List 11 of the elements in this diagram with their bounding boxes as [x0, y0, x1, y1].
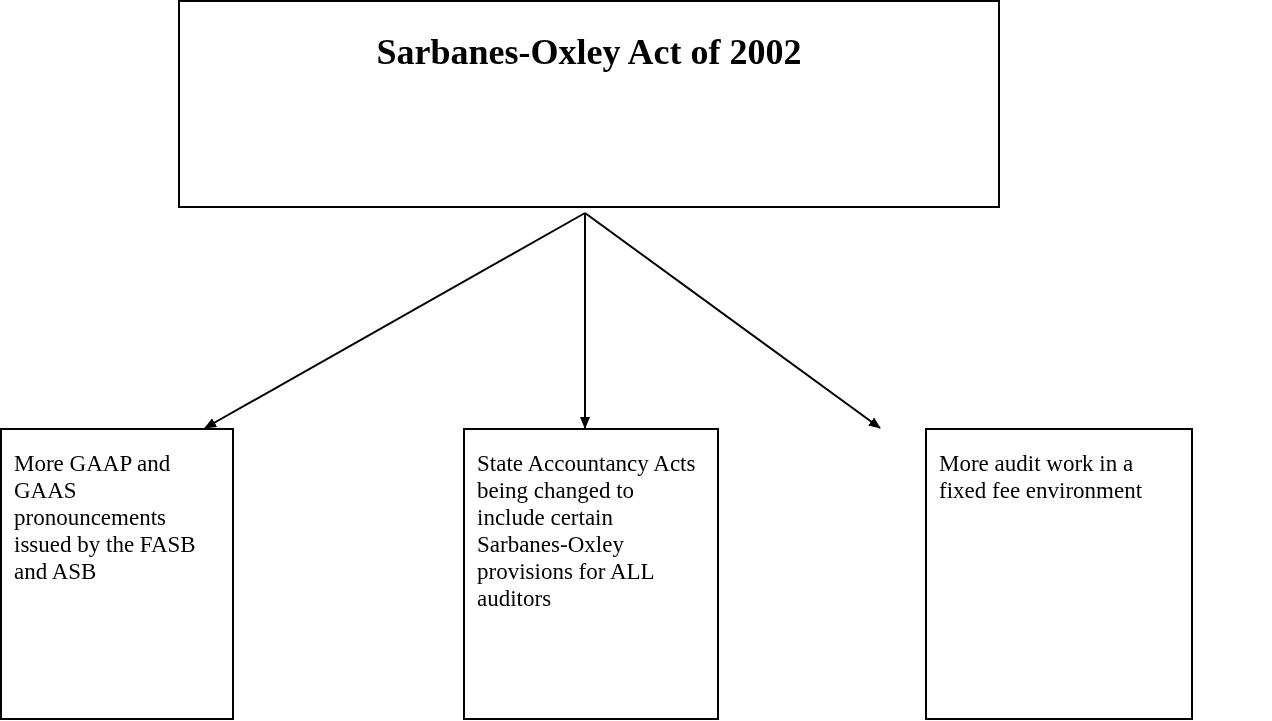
box-text: More audit work in a fixed fee environment: [939, 450, 1144, 504]
process-box: [925, 428, 1193, 720]
box-text: More GAAP and GAAS pronouncements issued by the FASB and ASB: [14, 450, 197, 585]
title-box: [178, 0, 1000, 208]
arrow: [580, 212, 590, 429]
arrow: [584, 212, 881, 429]
title-text: Sarbanes-Oxley Act of 2002: [376, 31, 802, 74]
process-box: [0, 428, 234, 720]
process-box: [463, 428, 719, 720]
box-text: State Accountancy Acts being changed to include certain Sarbanes-Oxley provisions for ALL auditors: [477, 450, 697, 612]
arrow: [204, 212, 586, 429]
